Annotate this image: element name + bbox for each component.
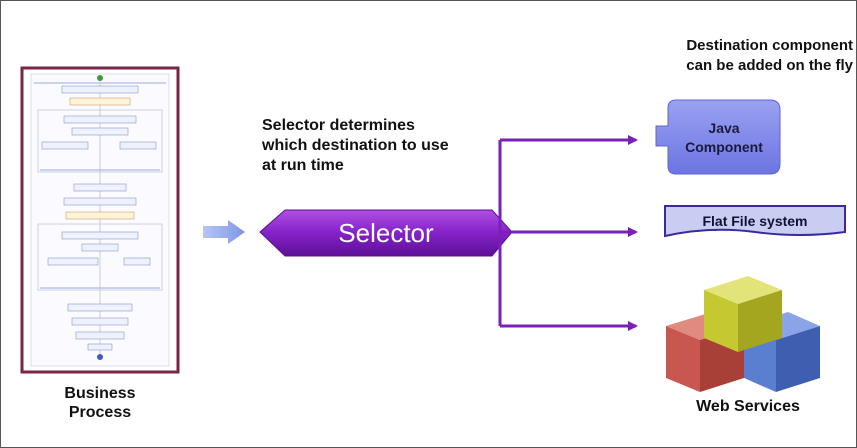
selector-note-line2: which destination to use — [262, 137, 449, 154]
java-label-line2: Component — [685, 139, 763, 155]
start-node-icon — [97, 75, 103, 81]
selector-note-line3: at run time — [262, 157, 344, 174]
routing-connectors — [498, 135, 638, 331]
destination-note-line1: Destination component — [686, 37, 853, 54]
java-label-line1: Java — [708, 120, 739, 136]
input-arrow-icon — [203, 220, 245, 244]
flat-file-system: Flat File system — [664, 205, 846, 238]
destination-note-line2: can be added on the fly — [686, 57, 853, 74]
java-component: Java Component — [655, 99, 781, 175]
flat-file-label: Flat File system — [702, 213, 807, 229]
business-process-label: Business Process — [30, 384, 170, 422]
selector-description: Selector determines which destination to… — [262, 116, 449, 176]
business-process-thumbnail — [20, 66, 180, 374]
selector-label: Selector — [338, 218, 434, 248]
selector-note-line1: Selector determines — [262, 117, 415, 134]
web-services-label: Web Services — [696, 398, 800, 415]
web-services-cubes-icon — [666, 276, 820, 392]
end-node-icon — [97, 354, 103, 360]
destination-description: Destination component can be added on th… — [628, 36, 853, 76]
business-process-label-line2: Process — [68, 404, 132, 421]
business-process-label-line1: Business — [64, 385, 136, 402]
